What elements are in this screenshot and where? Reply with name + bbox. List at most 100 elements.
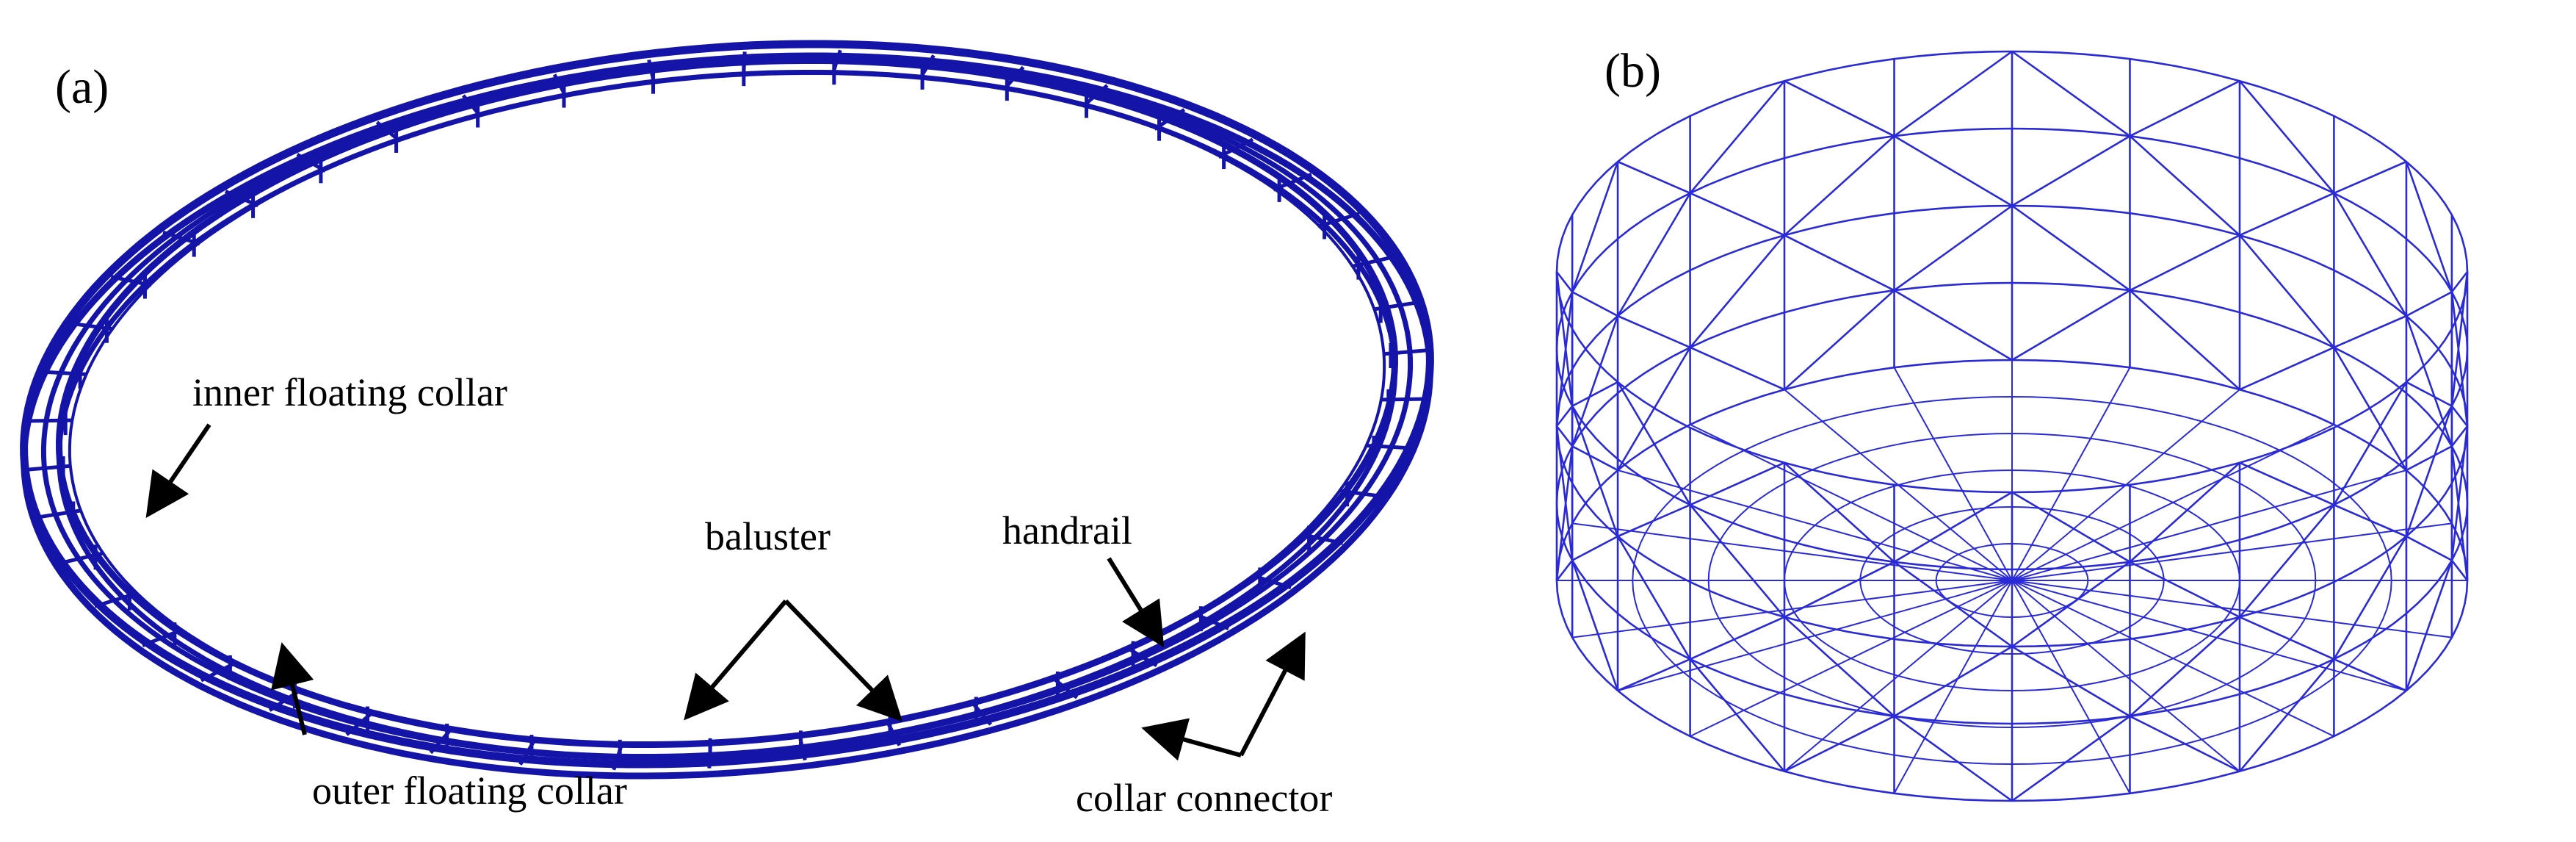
collar-connector-line	[1373, 300, 1419, 312]
mesh-diagonal	[2011, 715, 2131, 802]
mesh-bottom-spoke	[2011, 580, 2453, 638]
mesh-bottom-spoke	[2011, 522, 2453, 581]
mesh-diagonal	[1616, 347, 1691, 471]
handrail-outer	[40, 55, 1414, 760]
mesh-diagonal	[1616, 192, 1691, 317]
mesh-bottom-spoke	[1784, 389, 2013, 581]
mesh-diagonal	[2239, 192, 2334, 237]
mesh-diagonal	[1555, 425, 1574, 447]
collar-connector-line	[58, 551, 103, 566]
mesh-diagonal	[2405, 406, 2453, 537]
collar-connector-line	[1340, 489, 1384, 499]
collar-connector-line	[42, 370, 87, 376]
collar-connector-line	[1053, 677, 1079, 699]
mesh-diagonal	[2450, 425, 2469, 447]
mesh-diagonal	[2011, 645, 2131, 717]
mesh-diagonal	[1555, 271, 1574, 406]
mesh-diagonal	[1555, 425, 1574, 561]
mesh-diagonal	[1555, 559, 1574, 581]
collar-connector-line	[972, 702, 993, 726]
mesh-diagonal	[2239, 346, 2334, 391]
collar-connector-line	[1383, 348, 1430, 356]
collar-connector-line	[142, 628, 181, 648]
mesh-diagonal	[2450, 405, 2469, 427]
collar-connector-line	[94, 591, 137, 608]
collar-connector-line	[1253, 574, 1292, 590]
mesh-diagonal	[1689, 658, 1785, 772]
mesh-diagonal	[1893, 491, 2013, 563]
collar-connector-line	[1317, 212, 1360, 229]
mesh-diagonal	[2333, 192, 2408, 317]
mesh-diagonal	[2333, 536, 2408, 660]
mesh-diagonal	[1571, 381, 1618, 407]
collar-connector-line	[1273, 172, 1312, 192]
mesh-diagonal	[1893, 135, 2013, 207]
mesh-diagonal	[2406, 535, 2453, 561]
arrow-baluster-left	[684, 600, 788, 721]
mesh-diagonal	[1690, 346, 1785, 391]
collar-connector-line	[1081, 84, 1109, 108]
label-outer-floating-collar: outer floating collar	[312, 769, 627, 813]
collar-connector-line	[886, 722, 902, 746]
mesh-diagonal	[2450, 446, 2469, 581]
mesh-diagonal	[1555, 292, 1574, 427]
mesh-bottom-spoke	[1617, 580, 2013, 691]
mesh-diagonal	[2333, 314, 2407, 349]
collar-connector-line	[1002, 65, 1025, 91]
mesh-diagonal	[2011, 204, 2131, 292]
mesh-diagonal	[1617, 658, 1691, 692]
label-collar-connector: collar connector	[1076, 776, 1332, 820]
collar-connector-line	[296, 153, 327, 173]
mesh-diagonal	[2450, 559, 2469, 581]
mesh-diagonal	[1690, 616, 1785, 661]
mesh-diagonal	[1689, 234, 1785, 348]
collar-connector-line	[1195, 612, 1229, 630]
collar-connector-line	[1218, 137, 1254, 159]
mesh-bottom-spoke	[2011, 423, 2334, 581]
mesh-bottom-spoke	[1617, 469, 2013, 581]
collar-connector-line	[707, 744, 712, 769]
mesh-diagonal	[1571, 445, 1618, 472]
mesh-diagonal	[1893, 645, 2013, 717]
mesh-diagonal	[2239, 234, 2335, 348]
mesh-diagonal	[1571, 161, 1619, 292]
annotation-arrows	[145, 423, 1306, 761]
mesh-diagonal	[2129, 616, 2240, 717]
mesh-diagonal	[2333, 381, 2408, 505]
collar-connector-line	[225, 190, 259, 208]
collar-connector-line	[552, 73, 568, 98]
mesh-diagonal	[2129, 561, 2240, 618]
mesh-diagonal	[1893, 50, 2013, 137]
mesh-diagonal	[1893, 289, 2013, 361]
label-handrail: handrail	[1002, 508, 1132, 553]
mesh-diagonal	[1784, 289, 1895, 391]
mesh-bottom-spoke	[1893, 367, 2013, 581]
mesh-diagonal	[1689, 80, 1785, 194]
mesh-diagonal	[1571, 291, 1618, 317]
collar-connector-line	[1367, 444, 1412, 450]
panel-a: (a) inner floating collar baluster handr…	[20, 40, 1434, 820]
mesh-diagonal	[1784, 80, 1895, 137]
mesh-diagonal	[2450, 271, 2469, 293]
mesh-diagonal	[1784, 616, 1895, 717]
mesh-diagonal	[2129, 135, 2240, 237]
collar-connector-line	[35, 508, 81, 520]
mesh-diagonal	[1784, 234, 1895, 292]
mesh-diagonal	[2405, 560, 2453, 691]
mesh-diagonal	[1555, 405, 1574, 427]
arrow-baluster-right	[784, 599, 903, 722]
mesh-bottom-spoke	[1571, 522, 2013, 581]
mesh-bottom-spoke	[2011, 469, 2407, 581]
mesh-diagonal	[2011, 50, 2131, 137]
collar-connector-line	[1302, 533, 1344, 545]
panel-a-label: (a)	[55, 60, 109, 114]
mesh-diagonal	[2406, 291, 2453, 317]
collar-connector-line	[461, 94, 482, 118]
arrow-handrail	[1107, 557, 1165, 648]
mesh-diagonal	[1616, 536, 1691, 660]
collar-connector-line	[1381, 397, 1428, 402]
mesh-diagonal	[2011, 135, 2131, 207]
mesh-bottom-spoke	[1571, 580, 2013, 638]
arrow-connector-left	[1141, 718, 1242, 761]
